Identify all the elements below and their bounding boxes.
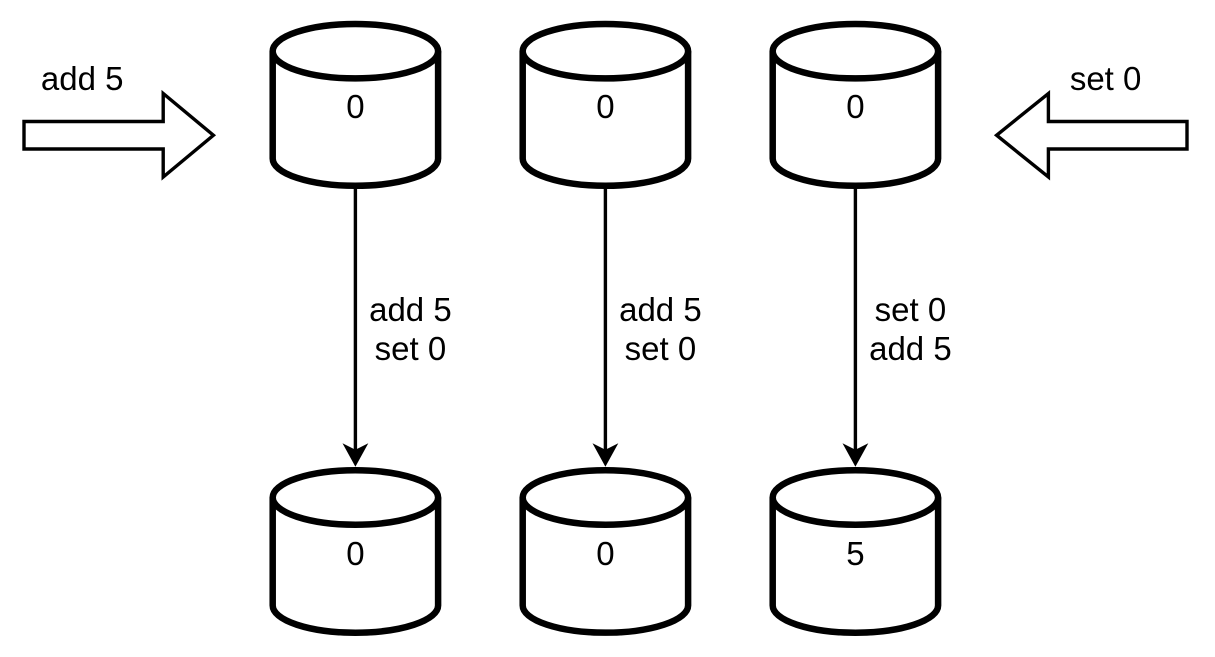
svg-text:0: 0 <box>846 88 864 125</box>
svg-text:set 0: set 0 <box>1070 60 1142 97</box>
svg-text:0: 0 <box>346 535 364 572</box>
svg-text:add 5: add 5 <box>41 60 124 97</box>
svg-text:0: 0 <box>346 88 364 125</box>
svg-text:set 0: set 0 <box>375 330 447 367</box>
svg-text:5: 5 <box>846 535 864 572</box>
svg-text:add 5: add 5 <box>869 330 952 367</box>
svg-text:add 5: add 5 <box>369 291 452 328</box>
svg-text:0: 0 <box>596 535 614 572</box>
svg-text:set 0: set 0 <box>875 291 947 328</box>
svg-text:0: 0 <box>596 88 614 125</box>
svg-text:add 5: add 5 <box>619 291 702 328</box>
svg-text:set 0: set 0 <box>625 330 697 367</box>
